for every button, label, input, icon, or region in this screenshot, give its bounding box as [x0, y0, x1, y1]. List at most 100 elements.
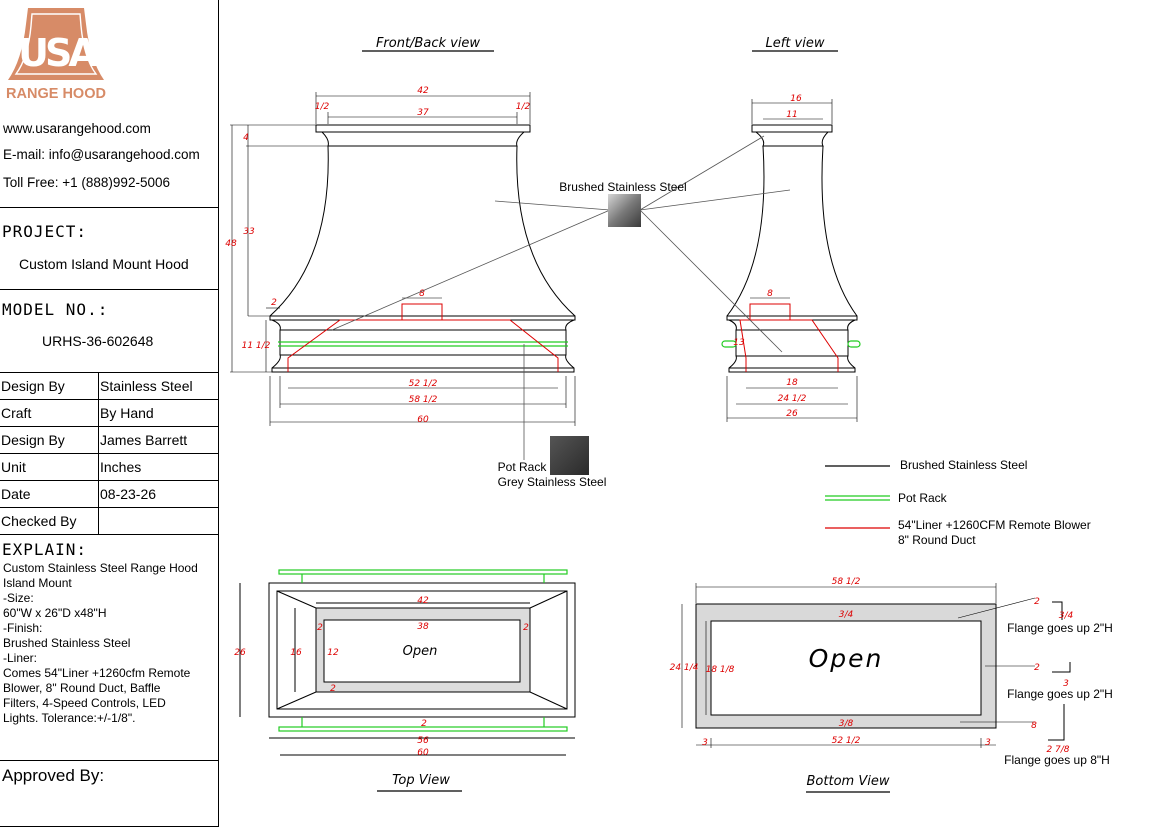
info-value: James Barrett — [98, 426, 218, 454]
explain-line: Custom Stainless Steel Range Hood — [3, 561, 198, 575]
info-value: 08-23-26 — [98, 480, 218, 508]
phone-number: Toll Free: +1 (888)992-5006 — [3, 175, 170, 190]
dim-label: 24 1/4 — [670, 663, 699, 673]
dim-label: 26 — [234, 648, 246, 658]
leader-lines — [331, 135, 791, 460]
dim-label: 13 — [733, 338, 745, 348]
dim-label: 38 — [417, 622, 429, 632]
top-view-title: Top View — [392, 773, 450, 788]
dim-label: 8 — [1031, 721, 1037, 731]
left-view-title: Left view — [766, 36, 825, 51]
dim-label: 52 1/2 — [832, 736, 861, 746]
explain-line: Blower, 8" Round Duct, Baffle — [3, 681, 161, 695]
info-key: Unit — [0, 453, 99, 481]
explain-line: Comes 54"Liner +1260cfm Remote — [3, 666, 191, 680]
legend-label: Brushed Stainless Steel — [900, 458, 1027, 472]
project-value: Custom Island Mount Hood — [19, 256, 189, 272]
logo-letters: USA — [18, 31, 98, 75]
dim-label: 12 — [327, 648, 339, 658]
dim-label: 3 — [702, 738, 708, 748]
model-label: MODEL NO.: — [2, 300, 109, 319]
legend-label: Pot Rack — [898, 491, 948, 505]
hood-drawing: Front/Back view Left view Top View Botto… — [225, 36, 1113, 793]
legend-label: 8" Round Duct — [898, 533, 976, 547]
dim-label: 16 — [290, 648, 302, 658]
logo-text: RANGE HOOD — [6, 86, 106, 102]
dim-label: 2 — [523, 623, 529, 633]
dim-label: 3/4 — [839, 610, 854, 620]
dim-label: 1/2 — [315, 102, 330, 112]
dim-label: 11 — [786, 110, 797, 120]
flange-note: Flange goes up 8"H — [1004, 753, 1110, 767]
dim-label: 16 — [790, 94, 802, 104]
info-value: By Hand — [98, 399, 218, 427]
front-dimensions — [230, 92, 576, 426]
flange-profiles — [1048, 601, 1071, 741]
grey-steel-swatch — [550, 436, 589, 475]
email-link[interactable]: E-mail: info@usarangehood.com — [3, 147, 200, 162]
usa-range-hood-logo: USA RANGE HOOD — [6, 8, 106, 102]
explain-text: Custom Stainless Steel Range Hood Island… — [3, 561, 217, 726]
info-value: Inches — [98, 453, 218, 481]
dim-label: 26 — [786, 409, 798, 419]
dim-label: 2 7/8 — [1046, 745, 1069, 755]
website-link[interactable]: www.usarangehood.com — [3, 121, 151, 136]
dim-label: 2 — [330, 684, 336, 694]
dim-label: 24 1/2 — [778, 394, 807, 404]
explain-line: Lights. Tolerance:+/-1/8". — [3, 711, 136, 725]
front-view-title: Front/Back view — [376, 36, 480, 51]
info-key: Date — [0, 480, 99, 508]
dim-label: 2 — [271, 298, 277, 308]
divider — [0, 207, 218, 208]
front-pot-rack — [278, 341, 568, 347]
info-key: Design By — [0, 372, 99, 400]
dim-label: 8 — [419, 289, 425, 299]
dim-label: 18 — [786, 378, 798, 388]
dim-label: 37 — [417, 108, 429, 118]
bottom-opening — [710, 620, 982, 716]
dim-label: 2 — [1034, 663, 1040, 673]
dim-label: 58 1/2 — [832, 577, 861, 587]
dim-label: 60 — [417, 415, 429, 425]
explain-line: Brushed Stainless Steel — [3, 636, 131, 650]
dim-label: 2 — [317, 623, 323, 633]
dim-label: 2 — [421, 719, 427, 729]
dim-label: 48 — [225, 239, 237, 249]
dim-label: 8 — [767, 289, 773, 299]
brushed-steel-callout: Brushed Stainless Steel — [559, 180, 686, 194]
explain-line: 60"W x 26"D x48"H — [3, 606, 107, 620]
brushed-steel-swatch — [608, 194, 641, 227]
dim-label: 11 1/2 — [242, 341, 271, 351]
top-opening — [323, 619, 521, 683]
dim-label: 3/4 — [1059, 611, 1074, 621]
explain-line: -Liner: — [3, 651, 38, 665]
grey-steel-callout: Grey Stainless Steel — [498, 475, 607, 489]
dim-label: 18 1/8 — [706, 665, 735, 675]
dim-label: 4 — [243, 133, 249, 143]
flange-note: Flange goes up 2"H — [1007, 687, 1113, 701]
dim-label: 60 — [417, 748, 429, 758]
left-pot-rack — [721, 340, 861, 348]
explain-line: -Finish: — [3, 621, 43, 635]
front-view — [269, 124, 576, 373]
dim-label: 3 — [985, 738, 991, 748]
model-value: URHS-36-602648 — [42, 333, 154, 349]
bottom-view-title: Bottom View — [807, 774, 890, 789]
explain-line: Island Mount — [3, 576, 72, 590]
left-dimensions — [726, 99, 858, 422]
pot-rack-callout: Pot Rack — [498, 460, 548, 474]
top-open-label: Open — [403, 644, 438, 659]
legend-label: 54"Liner +1260CFM Remote Blower — [898, 518, 1091, 532]
approved-by-label: Approved By: — [2, 766, 105, 785]
info-key: Craft — [0, 399, 99, 427]
dim-label: 1/2 — [516, 102, 531, 112]
top-pot-rack — [278, 569, 568, 732]
left-view — [726, 124, 858, 373]
table-row: Checked By — [0, 507, 218, 535]
dim-label: 3/8 — [839, 719, 854, 729]
info-value — [98, 507, 218, 535]
